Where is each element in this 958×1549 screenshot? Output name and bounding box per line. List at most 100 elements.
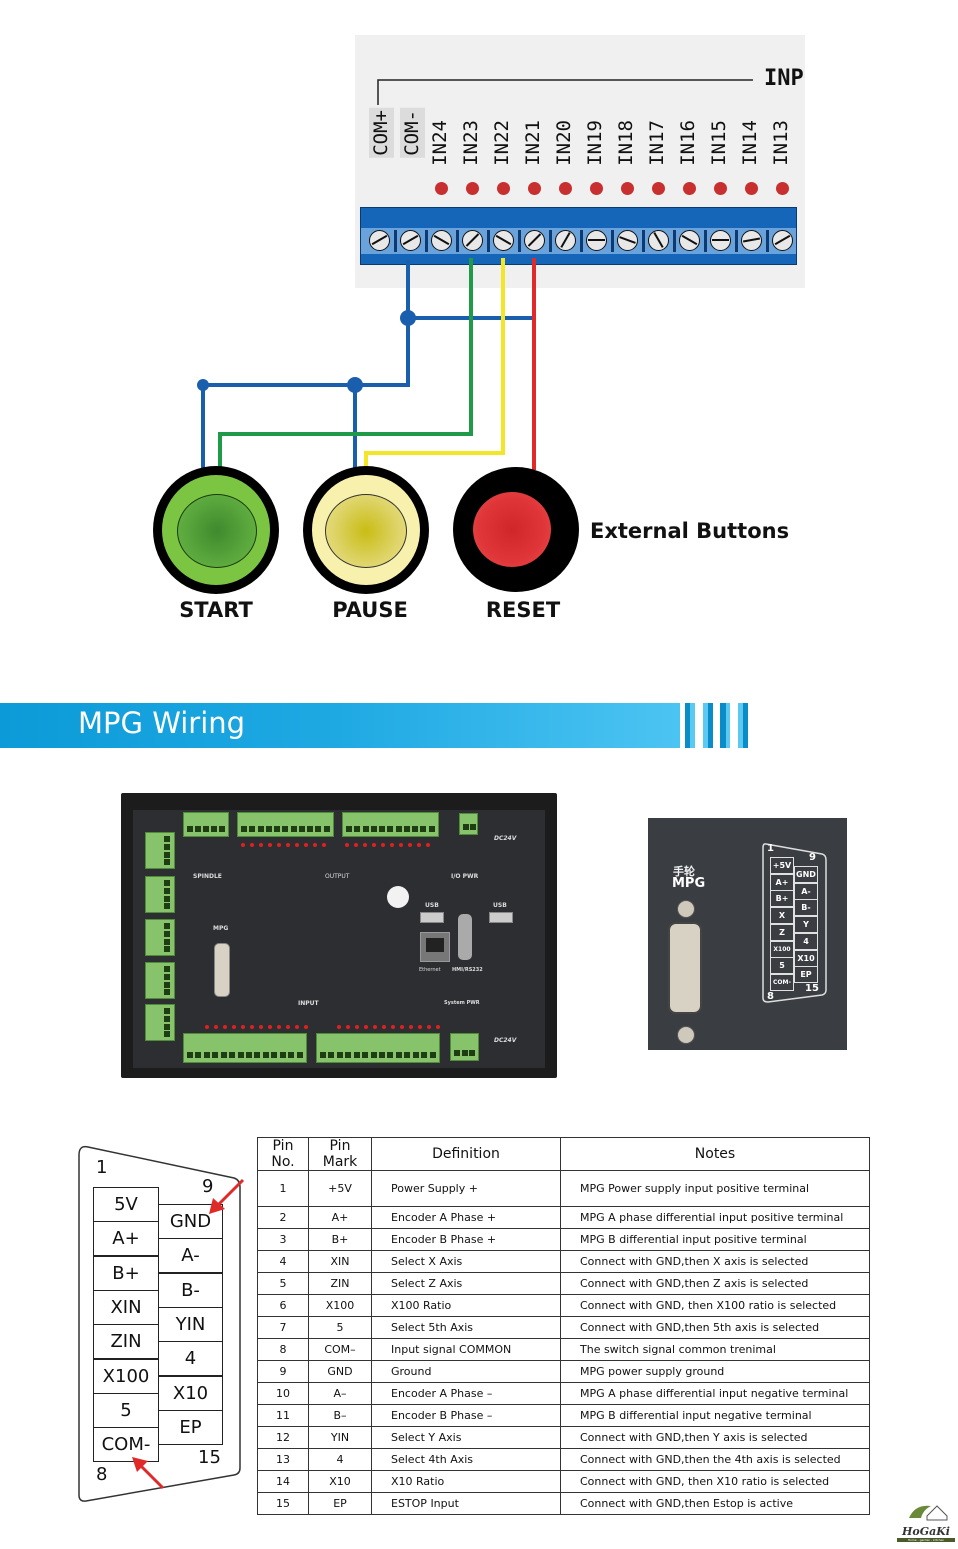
input-led	[223, 1025, 227, 1029]
indicator-led	[466, 182, 479, 195]
output-led	[241, 843, 245, 847]
pinout-pin-zin: ZIN	[93, 1324, 159, 1360]
pinout-pin-comminus: COM-	[93, 1427, 159, 1463]
indicator-led	[745, 182, 758, 195]
banner-stripe	[738, 703, 743, 748]
definition-cell: Encoder B Phase +	[371, 1228, 561, 1251]
output-led	[399, 843, 403, 847]
output-led	[277, 843, 281, 847]
pin-no-cell: 1	[257, 1170, 309, 1207]
input-led	[373, 1025, 377, 1029]
banner-stripe	[708, 703, 713, 748]
input-terminal-block-b	[316, 1033, 440, 1063]
pin-no-cell: 7	[257, 1316, 309, 1339]
pin-no-cell: 3	[257, 1228, 309, 1251]
axis-terminal-block	[145, 1004, 175, 1041]
ethernet-port	[420, 932, 450, 962]
reset-button	[453, 467, 579, 592]
notes-cell: MPG B differential input positive termin…	[560, 1228, 870, 1251]
external-buttons-label: External Buttons	[590, 519, 790, 543]
output-led	[259, 843, 263, 847]
system-pwr-terminal-block	[450, 1033, 479, 1061]
brand-logo: HoGaKi Home - garden - kitchen	[897, 1500, 955, 1545]
output-led	[372, 843, 376, 847]
dc24v-label-top: DC24V	[494, 835, 517, 842]
input-led	[232, 1025, 236, 1029]
pin-mark-cell: +5V	[308, 1170, 372, 1207]
io-pwr-terminal-block	[459, 813, 478, 835]
pin-no-cell: 15	[257, 1492, 309, 1515]
input-led	[427, 1025, 431, 1029]
notes-cell: Connect with GND,then Z axis is selected	[560, 1272, 870, 1295]
output-led	[304, 843, 308, 847]
notes-cell: MPG A phase differential input positive …	[560, 1206, 870, 1229]
brand-tagline: Home - garden - kitchen	[897, 1538, 955, 1542]
closeup-pin: Y	[794, 916, 818, 934]
pin-no-cell: 6	[257, 1294, 309, 1317]
section-banner	[0, 703, 680, 748]
screw-icon	[677, 900, 695, 918]
output-led	[381, 843, 385, 847]
pinout-pin-5: 5	[93, 1392, 159, 1428]
table-header-row: Pin No. Pin Mark Definition Notes	[257, 1137, 870, 1171]
closeup-pin: X	[770, 907, 794, 925]
output-led	[363, 843, 367, 847]
input-led	[382, 1025, 386, 1029]
pause-button	[303, 466, 429, 594]
output-led	[295, 843, 299, 847]
input-led	[400, 1025, 404, 1029]
output-led	[286, 843, 290, 847]
output-led	[322, 843, 326, 847]
output-led	[354, 843, 358, 847]
definition-cell: Select 4th Axis	[371, 1448, 561, 1471]
spindle-label: SPINDLE	[193, 873, 222, 880]
notes-cell: MPG A phase differential input negative …	[560, 1382, 870, 1405]
pinout-pin-bminus: B-	[158, 1272, 223, 1308]
pin-no-cell: 9	[257, 1360, 309, 1383]
closeup-pin: A-	[794, 882, 818, 900]
pin-mark-cell: COM–	[308, 1338, 372, 1361]
reset-label: RESET	[485, 598, 561, 622]
banner-stripe	[743, 703, 748, 748]
output-label: OUTPUT	[325, 873, 350, 880]
definition-cell: Select X Axis	[371, 1250, 561, 1273]
pin-mark-cell: A–	[308, 1382, 372, 1405]
closeup-pin: A+	[770, 873, 794, 891]
pin-no-cell: 14	[257, 1470, 309, 1493]
definition-cell: Ground	[371, 1360, 561, 1383]
definition-cell: Encoder A Phase –	[371, 1382, 561, 1405]
terminal-screw	[586, 230, 607, 251]
pin-number-9: 9	[202, 1176, 214, 1197]
pin-mark-cell: A+	[308, 1206, 372, 1229]
indicator-led	[714, 182, 727, 195]
spindle-terminal-block	[183, 812, 229, 837]
usb-label-2: USB	[493, 902, 507, 909]
indicator-led	[497, 182, 510, 195]
input-led	[205, 1025, 209, 1029]
terminal-separator	[642, 230, 645, 252]
corner-1: 1	[767, 843, 774, 854]
notes-cell: Connect with GND,then X axis is selected	[560, 1250, 870, 1273]
terminal-screw	[617, 230, 638, 251]
output-terminal-block-a	[237, 812, 334, 837]
closeup-pin: X10	[794, 949, 818, 967]
closeup-pin: 5	[770, 957, 794, 975]
start-button	[153, 466, 279, 594]
pin-mark-cell: X10	[308, 1470, 372, 1493]
terminal-separator	[394, 230, 397, 252]
output-led	[417, 843, 421, 847]
inp-bracket-line	[377, 79, 753, 105]
axis-terminal-block	[145, 962, 175, 999]
input-led	[277, 1025, 281, 1029]
usb-label-1: USB	[425, 902, 439, 909]
terminal-screw	[431, 230, 452, 251]
corner-8: 8	[767, 991, 774, 1002]
input-led	[286, 1025, 290, 1029]
